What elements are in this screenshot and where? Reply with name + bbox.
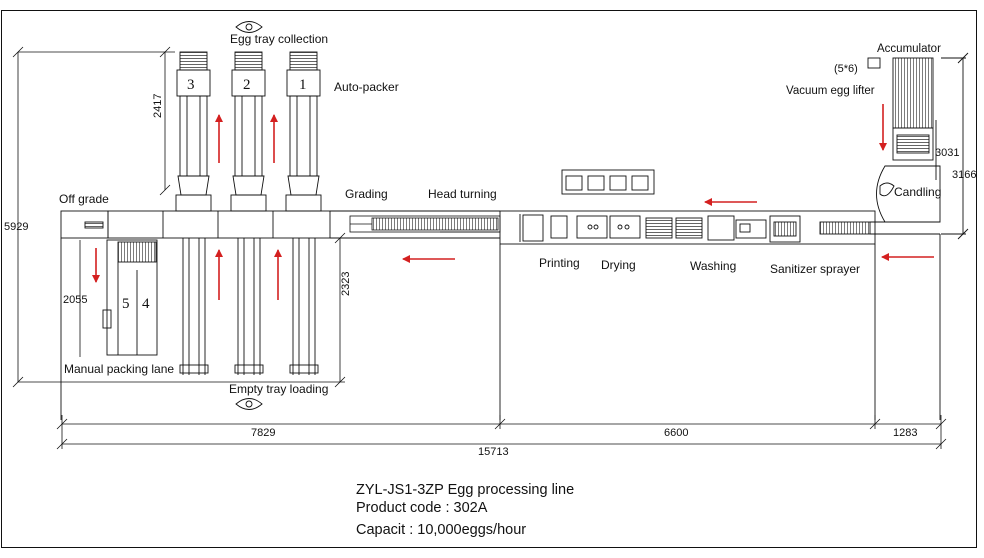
grading-conveyor	[349, 215, 501, 233]
grid-size-label: (5*6)	[834, 63, 858, 75]
dim-right-length: 1283	[893, 427, 917, 439]
empty-tray-loading-label: Empty tray loading	[229, 382, 328, 396]
egg-tray-collection-label: Egg tray collection	[230, 32, 328, 46]
auto-packer-label: Auto-packer	[334, 80, 399, 94]
manual-packing-lane-unit	[102, 239, 158, 356]
dim-total-height: 5929	[4, 221, 28, 233]
lane-number-4: 4	[142, 296, 150, 312]
sanitizer-sprayer-label: Sanitizer sprayer	[770, 262, 860, 276]
washing-label: Washing	[690, 259, 736, 273]
packer-number-1: 1	[299, 77, 307, 93]
printing-heads	[561, 169, 655, 195]
accumulator-label: Accumulator	[877, 43, 941, 55]
dim-lower-section: 2323	[340, 272, 352, 296]
candling-unit	[874, 165, 941, 420]
flow-arrows	[92, 104, 934, 300]
caption-product-code: Product code : 302A	[356, 500, 488, 516]
grading-label: Grading	[345, 187, 388, 201]
eye-icon-bottom	[235, 398, 263, 410]
eye-icon-top	[235, 21, 263, 33]
dim-left-length: 7829	[251, 427, 275, 439]
left-dimensions	[12, 46, 346, 388]
lane-number-5: 5	[122, 296, 130, 312]
dim-manual-lane: 2055	[63, 294, 87, 306]
bottom-dimensions	[56, 415, 947, 450]
packer-number-3: 3	[187, 77, 195, 93]
dim-total-length: 15713	[478, 446, 509, 458]
manual-packing-lane-label: Manual packing lane	[64, 362, 174, 376]
drying-label: Drying	[601, 258, 636, 272]
auto-packer-1	[285, 51, 322, 375]
dim-middle-length: 6600	[664, 427, 688, 439]
accumulator-unit	[867, 52, 969, 240]
auto-packer-2	[230, 51, 267, 375]
packer-number-2: 2	[243, 77, 251, 93]
head-turning-label: Head turning	[428, 187, 497, 201]
dim-accumulator-height: 3031	[935, 147, 959, 159]
off-grade-label: Off grade	[59, 192, 109, 206]
candling-label: Candling	[894, 185, 941, 199]
printing-label: Printing	[539, 256, 580, 270]
middle-section	[499, 210, 940, 420]
main-frame	[107, 210, 500, 239]
caption-capacity: Capacit : 10,000eggs/hour	[356, 522, 527, 538]
drawing-frame	[1, 10, 977, 548]
vacuum-egg-lifter-label: Vacuum egg lifter	[786, 85, 875, 97]
auto-packer-3	[175, 51, 212, 375]
caption-model: ZYL-JS1-3ZP Egg processing line	[356, 482, 575, 498]
dim-right-height: 3166	[952, 169, 976, 181]
dim-packer-height: 2417	[152, 94, 164, 118]
off-grade-unit	[60, 210, 109, 420]
